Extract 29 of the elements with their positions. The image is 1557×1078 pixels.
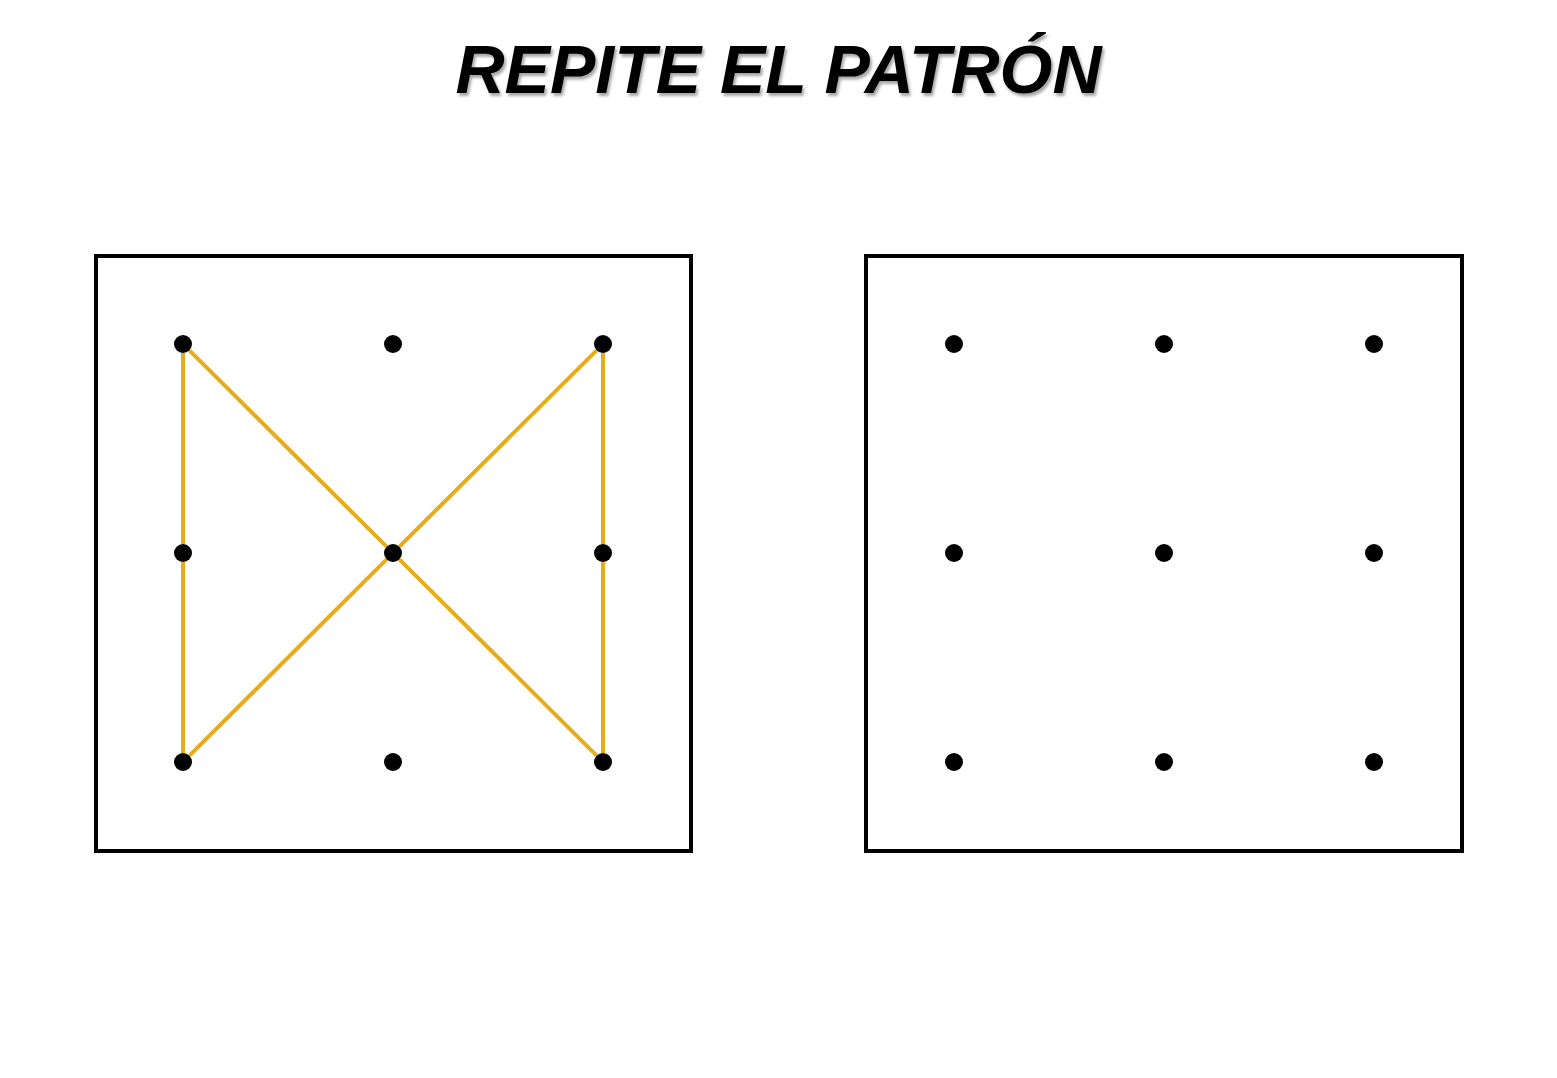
square-frame bbox=[94, 254, 693, 853]
pattern-line bbox=[397, 557, 599, 758]
dot bbox=[174, 544, 192, 562]
pattern-line bbox=[397, 348, 599, 549]
dot bbox=[384, 335, 402, 353]
title: REPITE EL PATRÓN bbox=[454, 30, 1104, 109]
pattern-line bbox=[181, 562, 185, 753]
dot bbox=[594, 335, 612, 353]
dot bbox=[1365, 753, 1383, 771]
dot bbox=[1365, 335, 1383, 353]
dot bbox=[1155, 753, 1173, 771]
square-frame bbox=[864, 254, 1464, 853]
dot bbox=[1155, 335, 1173, 353]
dot bbox=[945, 753, 963, 771]
dot bbox=[384, 753, 402, 771]
pattern-line bbox=[601, 562, 605, 753]
pattern-line bbox=[601, 353, 605, 544]
dot bbox=[384, 544, 402, 562]
dot bbox=[1365, 544, 1383, 562]
pattern-line bbox=[187, 557, 389, 758]
dot bbox=[174, 335, 192, 353]
pattern-line bbox=[181, 353, 185, 544]
dot bbox=[594, 753, 612, 771]
dot bbox=[1155, 544, 1173, 562]
dot bbox=[594, 544, 612, 562]
pattern-line bbox=[187, 348, 389, 549]
dot bbox=[945, 544, 963, 562]
dot bbox=[174, 753, 192, 771]
dot bbox=[945, 335, 963, 353]
